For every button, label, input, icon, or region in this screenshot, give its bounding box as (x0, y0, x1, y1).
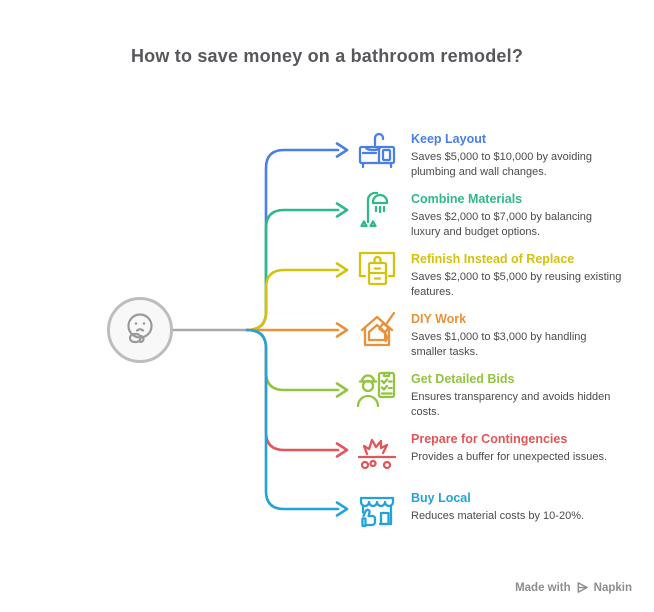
center-node (107, 297, 173, 363)
branch-title: Combine Materials (411, 192, 523, 206)
branch-desc: Ensures transparency and avoids hidden c… (411, 391, 611, 418)
branch-desc: Saves $2,000 to $5,000 by reusing existi… (411, 271, 622, 298)
branch-desc: Saves $2,000 to $7,000 by balancing luxu… (411, 211, 593, 238)
shower-icon (352, 185, 402, 235)
storefront-icon (352, 484, 402, 534)
branch-contingencies: Prepare for Contingencies Provides a buf… (352, 425, 644, 475)
thinking-face-icon (119, 309, 161, 351)
branch-title: Buy Local (411, 491, 471, 505)
branch-title: Get Detailed Bids (411, 372, 515, 386)
branch-title: Refinish Instead of Replace (411, 252, 575, 266)
burst-pipe-icon (352, 425, 402, 475)
napkin-brand-label: Napkin (593, 581, 632, 594)
branch-keep-layout: Keep Layout Saves $5,000 to $10,000 by a… (352, 125, 644, 179)
branch-get-detailed-bids: Get Detailed Bids Ensures transparency a… (352, 365, 644, 419)
branch-title: Prepare for Contingencies (411, 432, 568, 446)
napkin-logo-icon (576, 581, 589, 594)
sink-vanity-icon (352, 125, 402, 175)
made-with-label: Made with (515, 581, 571, 594)
branch-desc: Reduces material costs by 10-20%. (411, 510, 585, 522)
house-paint-icon (352, 305, 402, 355)
page-title: How to save money on a bathroom remodel? (130, 46, 524, 66)
mirror-cabinet-icon (352, 245, 402, 295)
branch-buy-local: Buy Local Reduces material costs by 10-2… (352, 484, 644, 534)
contractor-clipboard-icon (352, 365, 402, 415)
branch-desc: Saves $1,000 to $3,000 by handling small… (411, 331, 587, 358)
branch-desc: Saves $5,000 to $10,000 by avoiding plum… (411, 151, 593, 178)
made-with-napkin-link[interactable]: Made with Napkin (515, 581, 632, 594)
branch-title: Keep Layout (411, 132, 487, 146)
branch-combine-materials: Combine Materials Saves $2,000 to $7,000… (352, 185, 644, 239)
branch-refinish: Refinish Instead of Replace Saves $2,000… (352, 245, 644, 299)
branch-title: DIY Work (411, 312, 467, 326)
branch-desc: Provides a buffer for unexpected issues. (411, 451, 608, 463)
branch-diy-work: DIY Work Saves $1,000 to $3,000 by handl… (352, 305, 644, 359)
